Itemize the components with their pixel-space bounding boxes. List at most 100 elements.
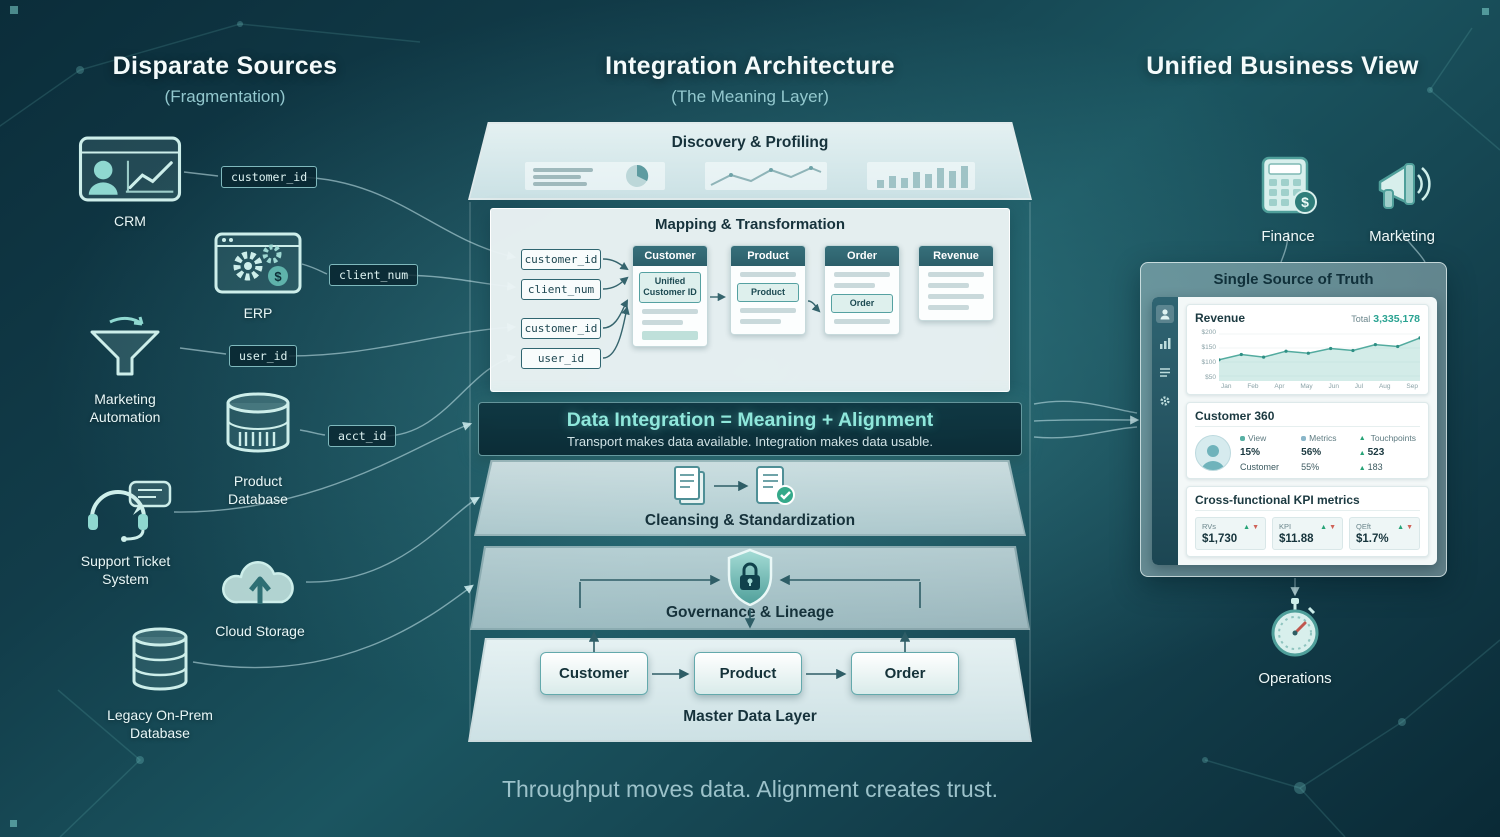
footer-caption: Throughput moves data. Alignment creates… xyxy=(501,776,999,802)
center-subtitle: (The Meaning Layer) xyxy=(671,87,829,106)
layer-cleansing: Cleansing & Standardization xyxy=(474,460,1026,536)
funnel-icon xyxy=(80,316,170,385)
calculator-icon: $ xyxy=(1259,156,1317,221)
master-entity-product: Product xyxy=(694,652,802,695)
megaphone-icon xyxy=(1372,156,1432,221)
trend-up-icon: ▲ xyxy=(1397,524,1405,531)
source-label-cloud-storage: Cloud Storage xyxy=(215,623,305,639)
customer-360-panel: Customer 360 View 15% Customer xyxy=(1186,402,1429,479)
left-column-header: Disparate Sources (Fragmentation) xyxy=(60,52,390,107)
dept-operations: Operations xyxy=(1254,596,1336,687)
source-legacy-database: Legacy On-Prem Database xyxy=(100,626,220,742)
revenue-area xyxy=(1219,337,1420,381)
map-card-customer-header: Customer xyxy=(633,246,707,266)
source-label-support-ticket-system: Support Ticket System xyxy=(80,553,171,587)
left-title: Disparate Sources xyxy=(112,52,338,80)
mapping-pill-client-num: client_num xyxy=(521,279,601,300)
dept-label-operations: Operations xyxy=(1258,670,1332,687)
trend-up-icon: ▲ xyxy=(1243,524,1251,531)
map-card-customer-footer xyxy=(642,330,698,340)
map-card-product-header: Product xyxy=(731,246,805,266)
left-subtitle: (Fragmentation) xyxy=(164,87,286,106)
source-label-crm: CRM xyxy=(114,213,146,229)
trend-down-icon: ▼ xyxy=(1406,524,1413,531)
headset-icon xyxy=(78,476,174,547)
banner-title: Data Integration = Meaning + Alignment xyxy=(566,409,934,431)
sidebar-list-icon xyxy=(1156,363,1174,381)
mini-line-chart xyxy=(705,162,827,190)
single-source-of-truth-panel: Single Source of Truth Re xyxy=(1140,262,1447,577)
database-stack-icon xyxy=(127,626,193,701)
dept-finance: $ Finance xyxy=(1248,156,1328,245)
trend-down-icon: ▼ xyxy=(1252,524,1259,531)
stat-bullet-icon xyxy=(1301,435,1307,441)
source-erp: $ ERP xyxy=(208,232,308,323)
mapping-pill-customer-id-1: customer_id xyxy=(521,249,601,270)
mapping-title: Mapping & Transformation xyxy=(654,216,845,233)
mapping-panel: Mapping & Transformation customer_id cli… xyxy=(490,208,1010,392)
dept-label-marketing: Marketing xyxy=(1369,228,1435,245)
revenue-line xyxy=(1219,337,1420,361)
document-check-icon xyxy=(754,464,796,513)
customer-360-stats: View 15% Customer Metrics 56% 55% ▲Touch… xyxy=(1240,433,1416,472)
source-label-product-database: Product Database xyxy=(228,473,288,507)
revenue-title: Revenue xyxy=(1195,311,1246,325)
dept-label-finance: Finance xyxy=(1261,228,1315,245)
cloud-upload-icon xyxy=(214,550,306,617)
stat-bullet-icon xyxy=(1240,435,1245,441)
field-tag-user-id: user_id xyxy=(229,345,298,367)
source-label-marketing-automation: Marketing Automation xyxy=(89,391,161,425)
erp-gears-icon: $ xyxy=(214,232,302,299)
layer-discovery: Discovery & Profiling xyxy=(468,122,1032,200)
svg-text:$: $ xyxy=(274,269,282,284)
integration-banner: Data Integration = Meaning + Alignment T… xyxy=(478,402,1022,456)
mapping-pill-customer-id-2: customer_id xyxy=(521,318,601,339)
center-title: Integration Architecture xyxy=(605,52,895,80)
revenue-chart xyxy=(1219,333,1420,381)
map-card-customer: Customer Unified Customer ID xyxy=(632,245,708,347)
right-title: Unified Business View xyxy=(1146,52,1419,80)
kpi-title: Cross-functional KPI metrics xyxy=(1195,493,1420,511)
dept-marketing: Marketing xyxy=(1362,156,1442,245)
banner-subtitle: Transport makes data available. Integrat… xyxy=(567,434,933,449)
master-title: Master Data Layer xyxy=(683,708,817,725)
sidebar-chart-icon xyxy=(1156,334,1174,352)
svg-text:$: $ xyxy=(1301,194,1309,210)
product-box: Product xyxy=(737,283,799,303)
master-entity-customer: Customer xyxy=(540,652,648,695)
center-column-header: Integration Architecture (The Meaning La… xyxy=(560,52,940,107)
source-cloud-storage: Cloud Storage xyxy=(210,550,310,641)
dashboard-title: Single Source of Truth xyxy=(1213,271,1374,288)
integration-stack: Discovery & Profiling Mapping & Transfor… xyxy=(468,118,1032,742)
trend-up-icon: ▲ xyxy=(1358,434,1366,442)
source-crm: CRM xyxy=(70,136,190,231)
field-tag-acct-id: acct_id xyxy=(328,425,397,447)
cleansing-title: Cleansing & Standardization xyxy=(644,512,856,529)
trend-up-icon: ▲ xyxy=(1358,450,1366,457)
map-card-revenue: Revenue xyxy=(918,245,994,321)
map-card-product: Product Product xyxy=(730,245,806,336)
mini-bar-chart xyxy=(867,162,975,190)
source-label-legacy-database: Legacy On-Prem Database xyxy=(107,707,213,741)
source-product-database: Product Database xyxy=(208,390,308,508)
master-entity-order: Order xyxy=(851,652,959,695)
trend-up-icon: ▲ xyxy=(1320,524,1328,531)
stopwatch-icon xyxy=(1267,596,1323,663)
dashboard-sidebar xyxy=(1152,297,1178,565)
profiling-thumbnails xyxy=(468,162,1032,190)
sidebar-person-icon xyxy=(1156,305,1174,323)
sidebar-gear-icon xyxy=(1156,392,1174,410)
revenue-dots xyxy=(1219,336,1420,362)
kpi-card-kpi: KPI▲▼ $11.88 xyxy=(1272,517,1343,550)
source-label-erp: ERP xyxy=(243,305,273,321)
map-card-order: Order Order xyxy=(824,245,900,336)
revenue-y-axis: $200 $150 $100 $50 xyxy=(1201,329,1216,381)
source-marketing-automation: Marketing Automation xyxy=(70,316,180,426)
layer-master-data: Customer Product Order Master Data Layer xyxy=(468,638,1032,742)
